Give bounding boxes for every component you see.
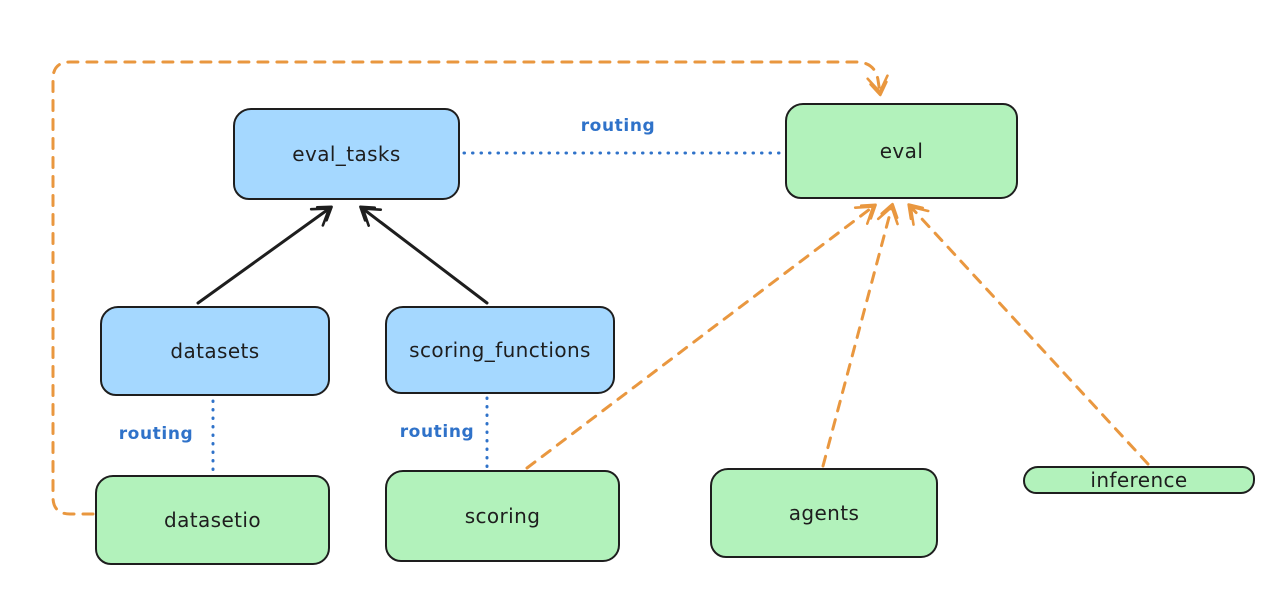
edge-scoring-functions-to-eval-tasks — [359, 205, 489, 305]
edge-scoring-to-eval — [525, 203, 877, 470]
edge-agents-to-eval — [821, 202, 899, 468]
node-eval: eval — [785, 103, 1018, 199]
node-inference: inference — [1023, 466, 1255, 494]
node-datasetio: datasetio — [95, 475, 330, 565]
edge-datasetio-to-eval — [51, 60, 889, 516]
node-inference-label: inference — [1090, 468, 1188, 492]
edge-label-routing-middle: routing — [399, 422, 475, 442]
edge-label-routing-left: routing — [118, 424, 194, 444]
node-scoring: scoring — [385, 470, 620, 562]
edge-label-routing-top: routing — [580, 116, 656, 136]
node-datasets: datasets — [100, 306, 330, 396]
edge-inference-to-eval — [907, 203, 1150, 466]
node-scoring-label: scoring — [464, 504, 541, 528]
node-datasetio-label: datasetio — [163, 508, 261, 532]
node-agents-label: agents — [788, 501, 860, 525]
node-eval-tasks-label: eval_tasks — [292, 142, 401, 166]
edge-datasets-to-eval-tasks — [196, 205, 333, 305]
node-agents: agents — [710, 468, 938, 558]
node-eval-tasks: eval_tasks — [233, 108, 460, 200]
node-scoring-functions: scoring_functions — [385, 306, 615, 394]
node-eval-label: eval — [879, 139, 924, 163]
node-scoring-functions-label: scoring_functions — [409, 338, 591, 362]
node-datasets-label: datasets — [170, 339, 260, 363]
